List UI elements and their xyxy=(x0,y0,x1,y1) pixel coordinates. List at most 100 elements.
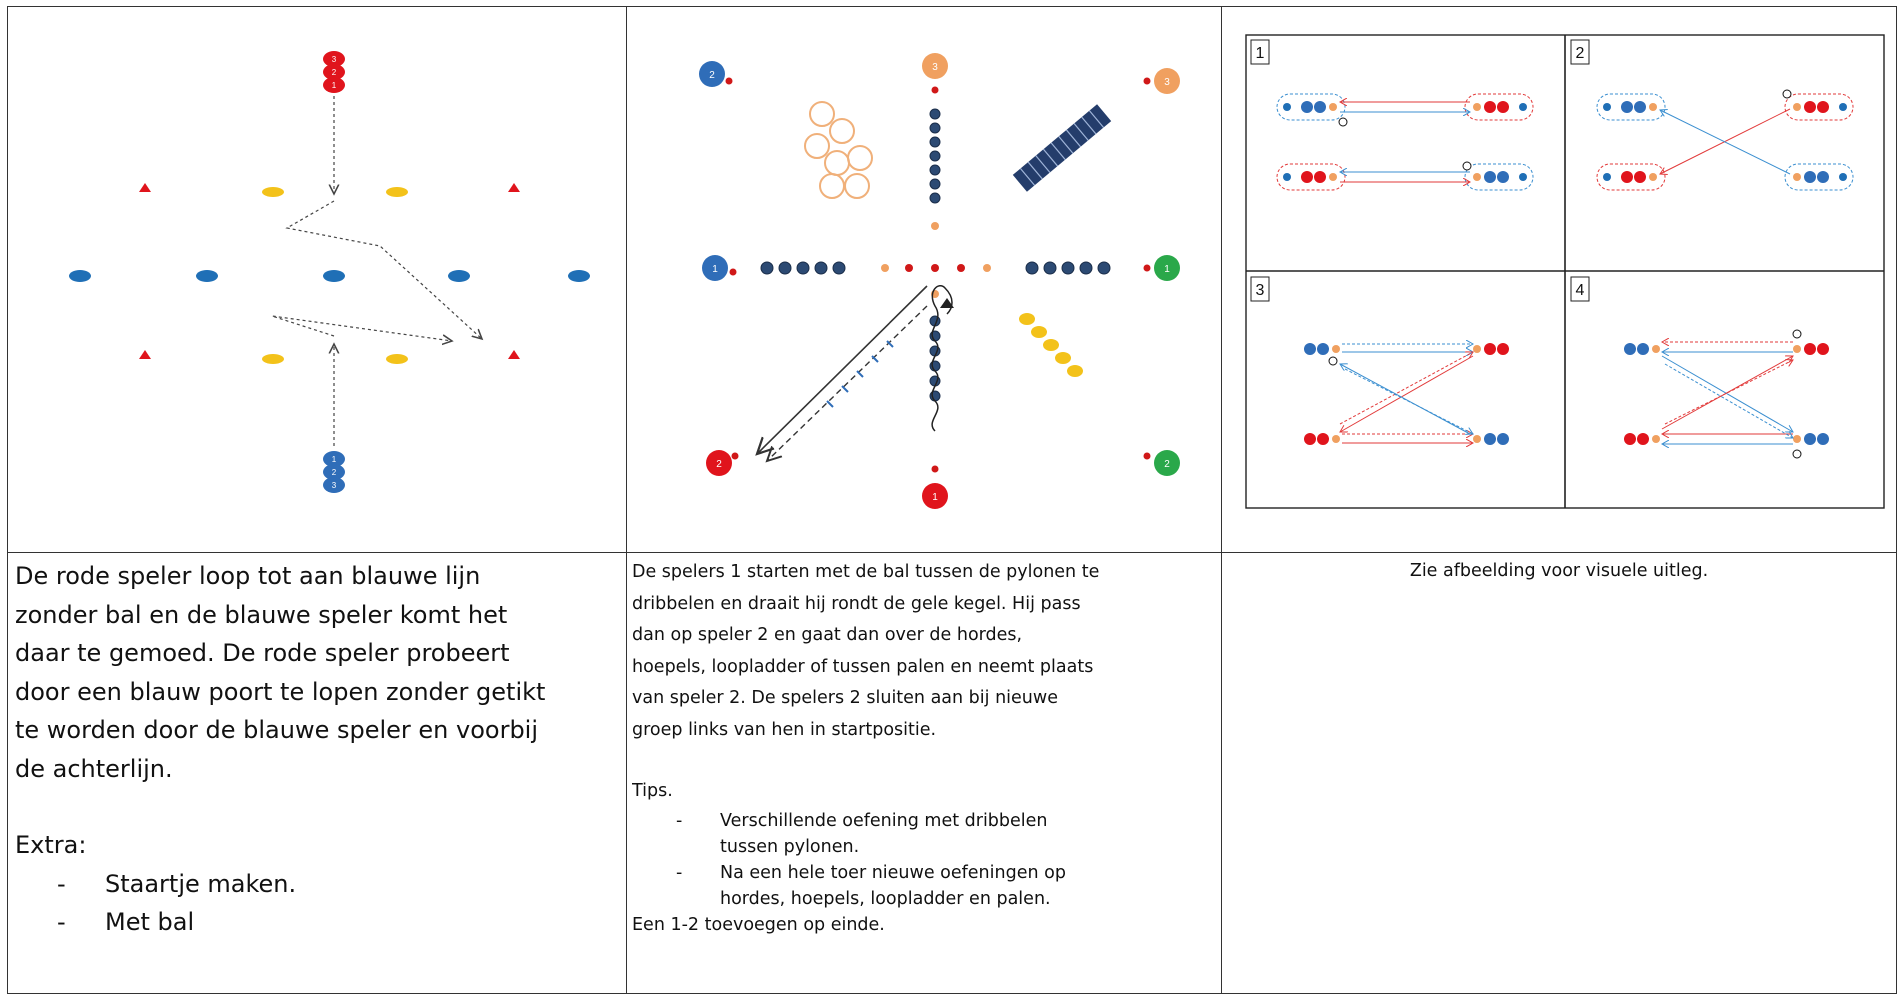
panel-number-2: 2 xyxy=(1570,39,1590,65)
svg-text:2: 2 xyxy=(716,459,722,470)
description-line: hoepels, loopladder of tussen palen en n… xyxy=(632,656,1094,677)
svg-text:1: 1 xyxy=(1164,264,1170,275)
svg-text:1: 1 xyxy=(932,492,938,503)
diagram-passing-panels: 1 2 3 4 xyxy=(1245,34,1885,509)
passing-panels-svg: 1 2 3 4 xyxy=(1245,34,1885,509)
diagram-circuit-svg: 2 3 3 1 1 xyxy=(699,53,1180,509)
description-circuit: De spelers 1 starten met de bal tussen d… xyxy=(632,557,1217,987)
panel-number-3: 3 xyxy=(1250,276,1270,302)
extra-item: -Met bal xyxy=(57,908,195,936)
table-border-top xyxy=(7,6,1897,7)
player-marker: 2 xyxy=(699,61,733,87)
panel-number-1: 1 xyxy=(1250,39,1270,65)
blue-disc-icon xyxy=(196,270,218,282)
svg-text:1: 1 xyxy=(712,264,718,275)
pass-arrow xyxy=(757,285,928,454)
exercise-table: 3 2 1 1 2 3 xyxy=(7,6,1897,994)
yellow-disc-icon xyxy=(262,187,284,197)
red-player-label: 1 xyxy=(332,81,337,90)
player-marker: 3 xyxy=(922,53,948,94)
player-marker: 2 xyxy=(1143,450,1180,476)
description-line: van speler 2. De spelers 2 sluiten aan b… xyxy=(632,688,1058,708)
yellow-cones xyxy=(1019,313,1083,377)
description-line: te worden door de blauwe speler en voorb… xyxy=(15,716,539,744)
table-border-left xyxy=(7,6,8,994)
player-marker: 1 xyxy=(922,465,948,509)
blue-player-stack: 1 2 3 xyxy=(323,451,345,493)
description-passing: Zie afbeelding voor visuele uitleg. xyxy=(1227,559,1891,599)
description-line: groep links van hen in startpositie. xyxy=(632,719,937,740)
hoops-icon xyxy=(804,101,873,199)
description-line: dribbelen en draait hij rondt de gele ke… xyxy=(632,593,1081,614)
visual-explanation-note: Zie afbeelding voor visuele uitleg. xyxy=(1409,561,1709,581)
diagram-tag-game: 3 2 1 1 2 3 xyxy=(47,46,607,526)
svg-text:2: 2 xyxy=(709,70,715,81)
hurdles-icon xyxy=(826,340,894,408)
blue-player-label: 2 xyxy=(332,468,337,477)
player-marker: 2 xyxy=(706,450,739,476)
table-divider-col1 xyxy=(626,6,627,994)
dribble-path xyxy=(931,285,953,432)
panel-1-drill xyxy=(1276,93,1534,191)
pole-column xyxy=(929,108,941,204)
dribble-cones xyxy=(929,315,941,402)
tips-list: - Verschillende oefening met dribbelen t… xyxy=(632,808,1217,912)
cone-row xyxy=(760,261,1111,298)
dribble-arrowhead-icon xyxy=(940,298,954,308)
svg-text:3: 3 xyxy=(1164,77,1170,88)
diagram-circuit: 2 3 3 1 1 xyxy=(677,36,1197,536)
svg-text:2: 2 xyxy=(1164,459,1170,470)
yellow-disc-icon xyxy=(262,354,284,364)
description-line: De spelers 1 starten met de bal tussen d… xyxy=(632,562,1100,582)
player-marker: 1 xyxy=(702,255,737,281)
description-line: door een blauw poort te lopen zonder get… xyxy=(15,677,546,706)
red-player-stack: 3 2 1 xyxy=(323,51,345,93)
blue-disc-icon xyxy=(69,270,91,282)
table-divider-col2 xyxy=(1221,6,1222,994)
run-path-arrow xyxy=(285,200,482,339)
svg-text:4: 4 xyxy=(1576,282,1585,299)
run-path-arrow xyxy=(271,315,452,341)
table-divider-row xyxy=(7,552,1897,553)
description-line: dan op speler 2 en gaat dan over de hord… xyxy=(632,625,1023,645)
blue-player-label: 3 xyxy=(332,481,337,490)
blue-disc-icon xyxy=(323,270,345,282)
table-border-bottom xyxy=(7,993,1897,994)
extra-list: -Staartje maken. -Met bal xyxy=(15,865,620,942)
run-arrow xyxy=(767,305,928,461)
red-player-label: 3 xyxy=(332,55,337,64)
panel-number-4: 4 xyxy=(1570,276,1590,302)
panel-4-drill xyxy=(1624,329,1829,459)
description-line: zonder bal en de blauwe speler komt het xyxy=(15,600,508,629)
yellow-disc-icon xyxy=(386,187,408,197)
description-tag-game: De rode speler loop tot aan blauwe lijn … xyxy=(15,557,620,987)
table-border-right xyxy=(1896,6,1897,994)
tip-item: - Verschillende oefening met dribbelen t… xyxy=(676,810,1048,857)
svg-text:3: 3 xyxy=(932,62,938,73)
tips-label: Tips. xyxy=(632,781,673,801)
extra-item: -Staartje maken. xyxy=(57,869,297,898)
description-line: De rode speler loop tot aan blauwe lijn xyxy=(15,562,481,590)
red-cone-icon xyxy=(139,183,151,192)
blue-player-label: 1 xyxy=(332,455,337,464)
red-cone-icon xyxy=(139,350,151,359)
blue-disc-icon xyxy=(568,270,590,282)
description-line: de achterlijn. xyxy=(15,754,173,783)
svg-text:1: 1 xyxy=(1256,45,1265,62)
svg-text:3: 3 xyxy=(1256,282,1265,299)
agility-ladder-icon xyxy=(1012,104,1112,192)
yellow-disc-icon xyxy=(386,354,408,364)
player-marker: 1 xyxy=(1143,255,1180,281)
tip-item: - Na een hele toer nieuwe oefeningen op … xyxy=(676,862,1066,909)
red-cone-icon xyxy=(508,350,520,359)
red-player-label: 2 xyxy=(332,68,337,77)
tips-footer: Een 1-2 toevoegen op einde. xyxy=(632,914,885,935)
panel-2-drill xyxy=(1596,89,1854,191)
red-cone-icon xyxy=(508,183,520,192)
extra-label: Extra: xyxy=(15,831,87,859)
blue-disc-icon xyxy=(448,270,470,282)
player-marker: 3 xyxy=(1143,68,1180,94)
diagram-tag-game-svg: 3 2 1 1 2 3 xyxy=(69,51,590,493)
description-line: daar te gemoed. De rode speler probeert xyxy=(15,639,510,667)
svg-text:2: 2 xyxy=(1576,45,1585,62)
